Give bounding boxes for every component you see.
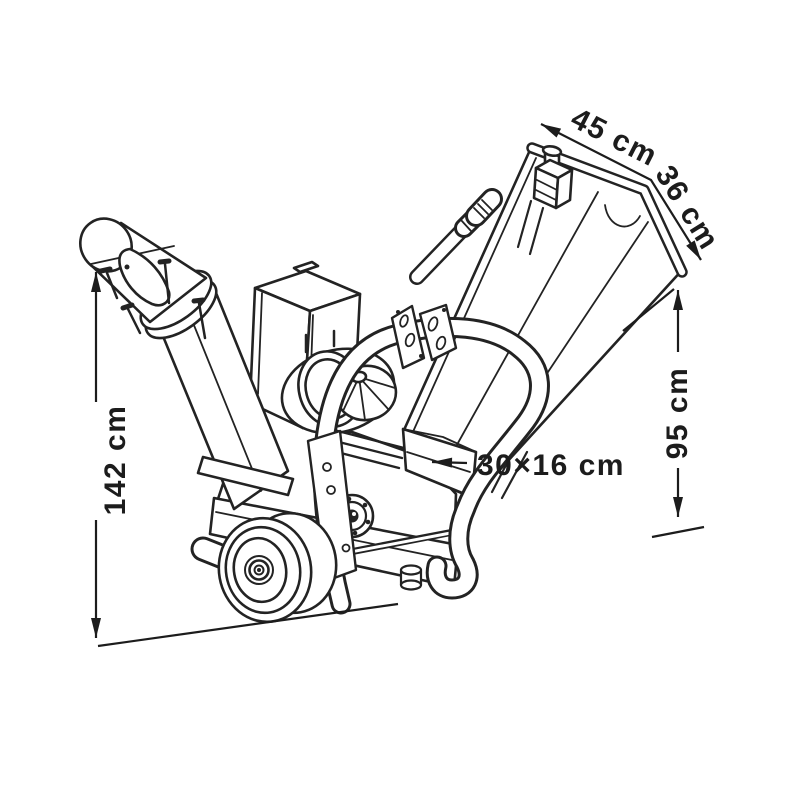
dimension-95: 95 cm xyxy=(622,288,694,517)
dimension-142: 142 cm xyxy=(91,272,132,638)
discharge-chute xyxy=(79,217,295,511)
chute-band xyxy=(196,455,295,497)
control-knob xyxy=(409,188,503,285)
clamp-bracket xyxy=(390,303,458,370)
support-foot-stub xyxy=(399,564,423,591)
hub xyxy=(257,568,261,572)
label-95cm: 95 cm xyxy=(661,367,694,460)
ground-line xyxy=(97,525,705,648)
chute-deflector xyxy=(118,247,171,307)
clamp-pins xyxy=(98,258,207,340)
wheel xyxy=(190,511,338,624)
label-142cm: 142 cm xyxy=(99,405,132,516)
label-opening: 30×16 cm xyxy=(477,449,625,482)
dimension-opening: 30×16 cm xyxy=(431,449,625,482)
